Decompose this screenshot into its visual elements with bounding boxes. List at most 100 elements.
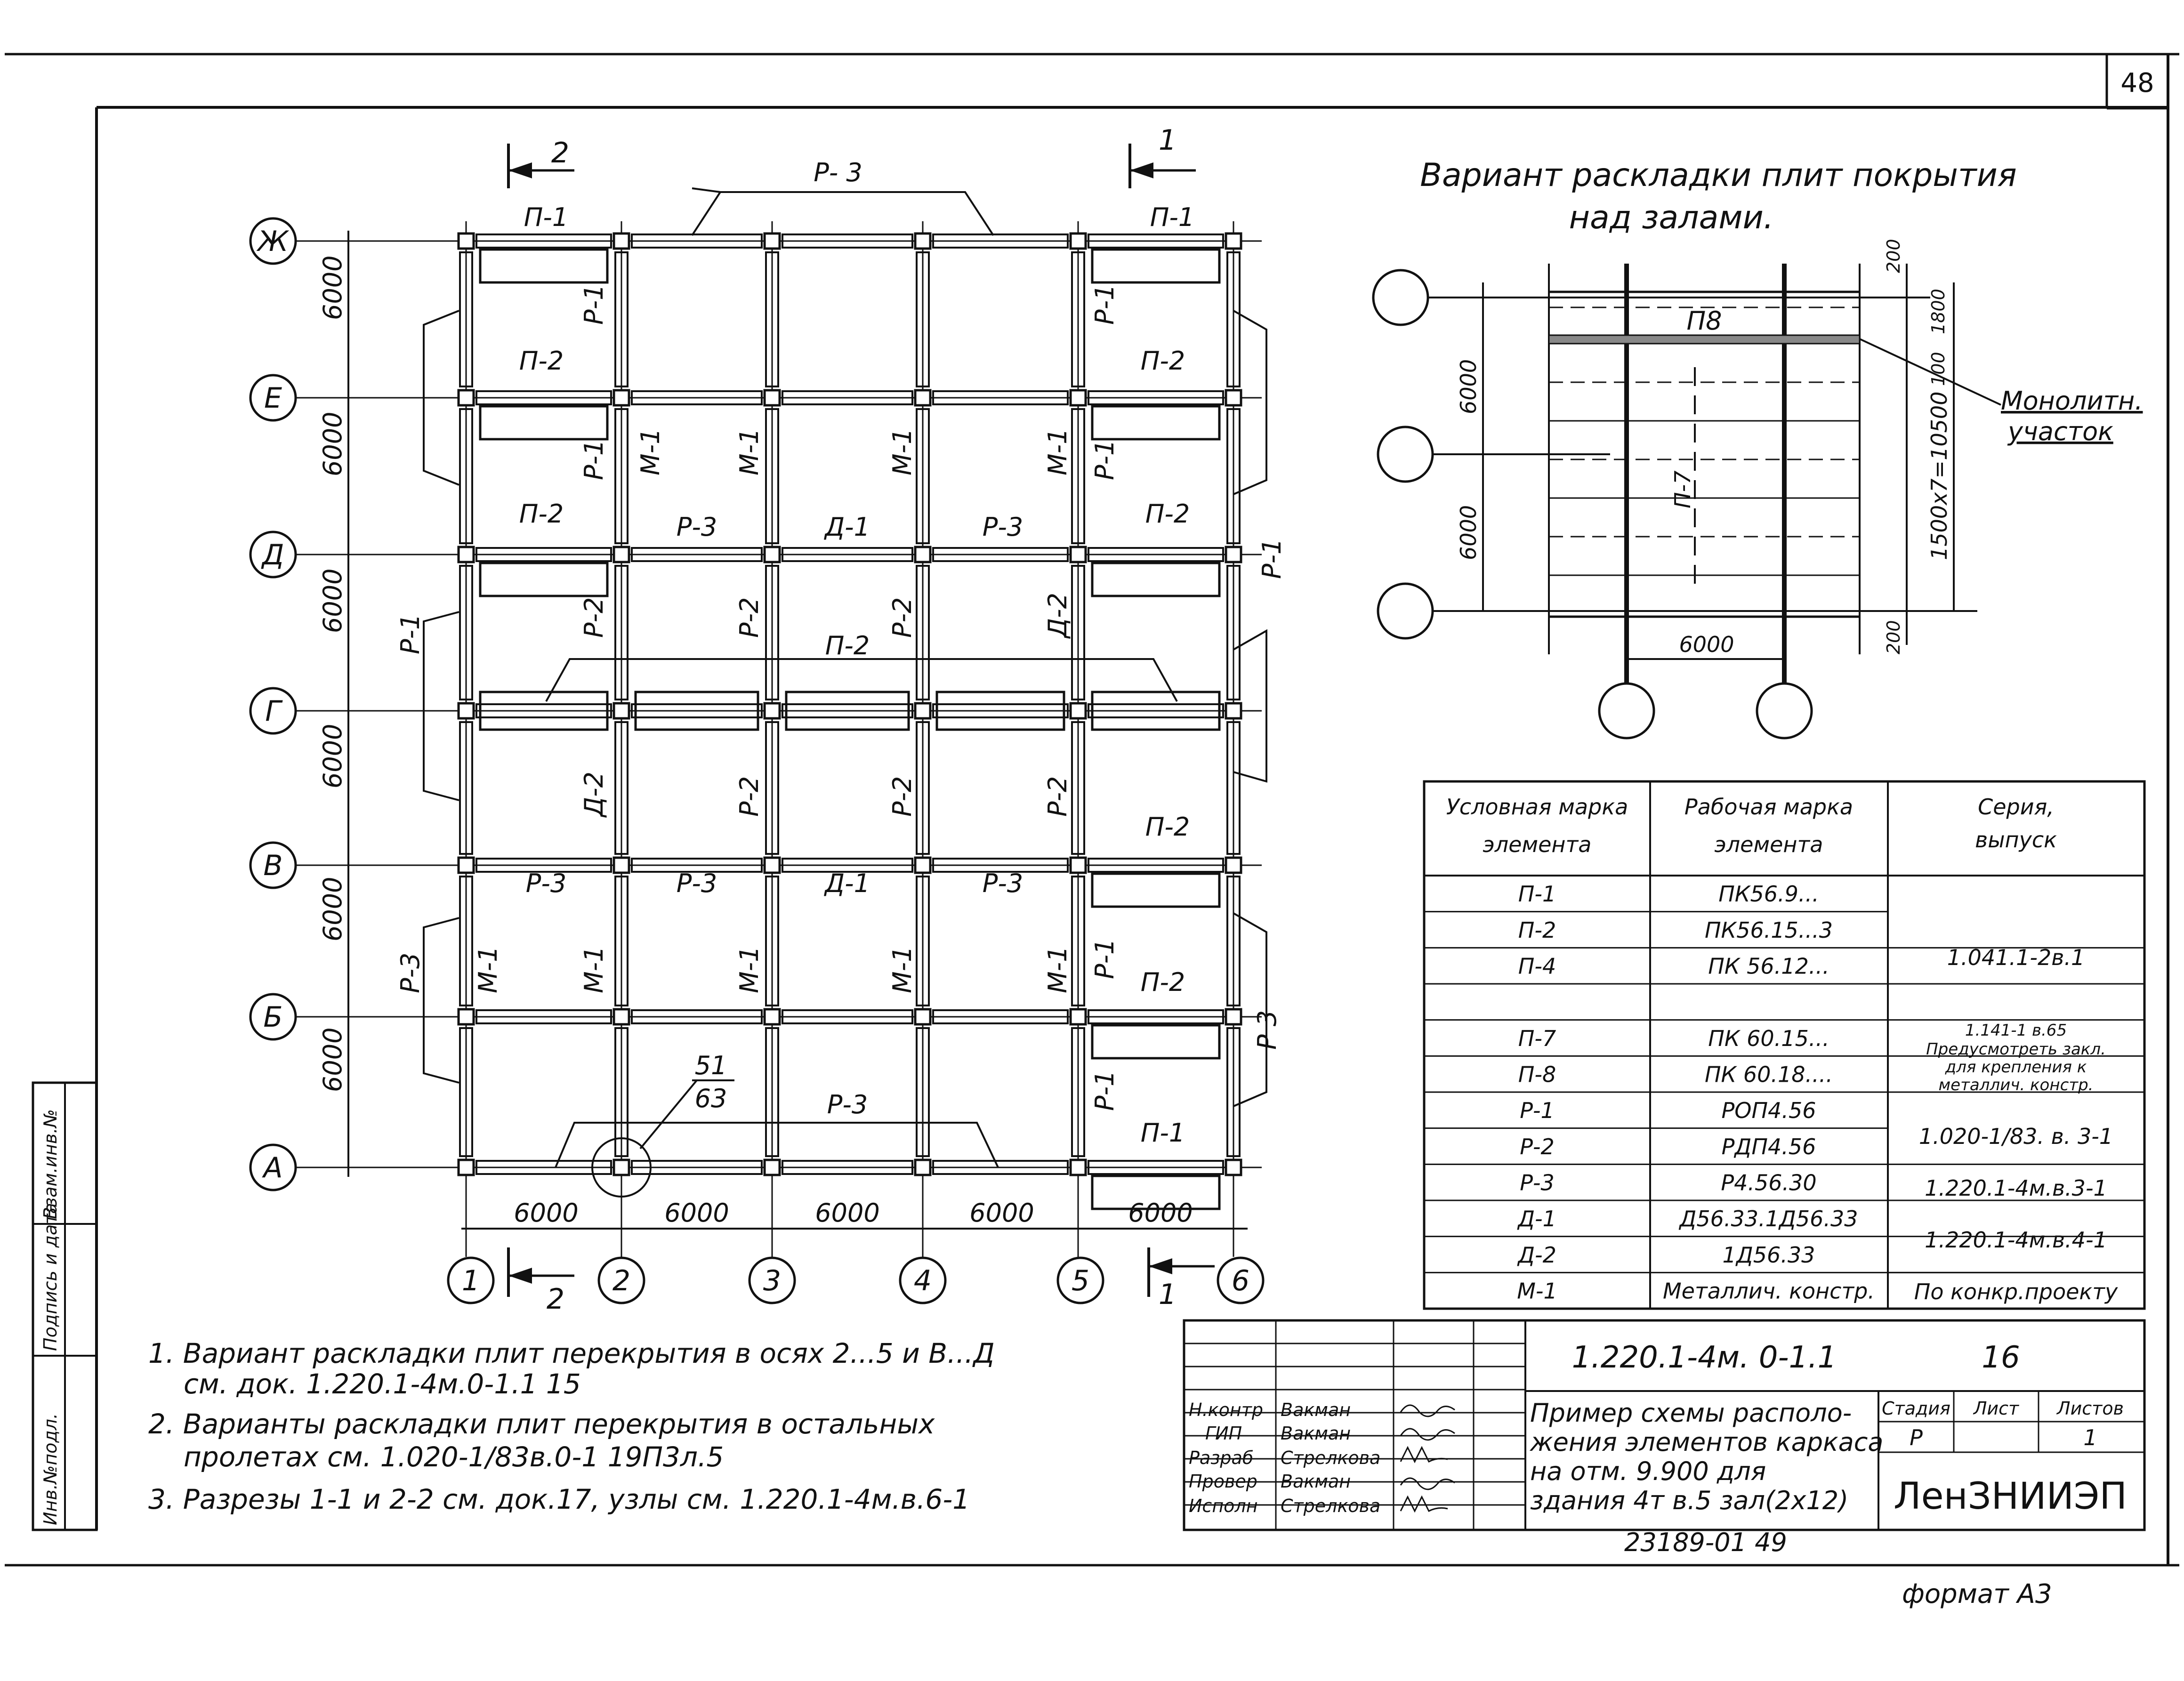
girder bbox=[932, 390, 1069, 405]
column-beam bbox=[1071, 876, 1085, 1006]
axis-bubble-g: Г bbox=[249, 687, 297, 735]
column-beam bbox=[1071, 251, 1085, 387]
girder bbox=[932, 703, 1069, 718]
column-node bbox=[612, 702, 630, 720]
column-beam bbox=[1226, 408, 1241, 544]
column-node bbox=[914, 702, 932, 720]
column-beam bbox=[916, 721, 930, 855]
table-cell-cond: Р-1 bbox=[1520, 1098, 1555, 1123]
column-node bbox=[1225, 546, 1242, 563]
column-node bbox=[612, 232, 630, 250]
svg-text:здания 4т в.5 зал(2x12): здания 4т в.5 зал(2x12) bbox=[1530, 1486, 1848, 1515]
title-block: 1.220.1-4м. 0-1.1 16 Н.контр ГИП Разраб … bbox=[1183, 1319, 2146, 1531]
column-node bbox=[763, 856, 781, 874]
svg-text:Листов: Листов bbox=[2056, 1398, 2124, 1419]
column-beam bbox=[916, 876, 930, 1006]
svg-text:Б: Б bbox=[263, 1001, 282, 1034]
svg-text:Р-1: Р-1 bbox=[1090, 440, 1120, 480]
svg-text:В: В bbox=[263, 849, 282, 882]
variant-axis-bubble-1 bbox=[1372, 269, 1429, 326]
svg-text:П-2: П-2 bbox=[1145, 812, 1190, 842]
svg-text:элемента: элемента bbox=[1714, 832, 1823, 857]
svg-text:Г: Г bbox=[265, 695, 283, 728]
svg-text:Условная марка: Условная марка bbox=[1446, 794, 1628, 820]
dimension-rows: 6000 6000 6000 6000 6000 6000 bbox=[318, 231, 349, 1177]
svg-text:6000: 6000 bbox=[1679, 632, 1734, 657]
column-beam bbox=[765, 565, 779, 700]
svg-text:П-2: П-2 bbox=[519, 499, 564, 529]
stamp-inv: Инв.№подл. bbox=[40, 1413, 61, 1525]
table-cell-work: ПК 56.12... bbox=[1708, 954, 1829, 979]
svg-text:Р-2: Р-2 bbox=[887, 597, 917, 638]
svg-text:6000: 6000 bbox=[318, 1028, 347, 1092]
svg-text:Предусмотреть закл.: Предусмотреть закл. bbox=[1926, 1040, 2106, 1059]
svg-text:3: 3 bbox=[763, 1264, 781, 1297]
axis-bubble-v: В bbox=[249, 841, 297, 889]
slab-panel bbox=[634, 691, 759, 731]
axis-bubble-3: 3 bbox=[748, 1256, 796, 1304]
girder bbox=[1088, 703, 1224, 718]
svg-text:Ж: Ж bbox=[256, 225, 290, 258]
stamp-replaced: Взам.инв.№ bbox=[40, 1109, 61, 1219]
note-1: 1. Вариант раскладки плит перекрытия в о… bbox=[148, 1337, 995, 1369]
svg-text:1: 1 bbox=[2083, 1425, 2097, 1450]
svg-text:1: 1 bbox=[462, 1264, 480, 1297]
notes: 1. Вариант раскладки плит перекрытия в о… bbox=[148, 1337, 995, 1515]
column-node bbox=[457, 702, 475, 720]
svg-text:Пример схемы располо-: Пример схемы располо- bbox=[1530, 1398, 1852, 1428]
svg-text:6000: 6000 bbox=[514, 1198, 578, 1228]
column-node bbox=[763, 702, 781, 720]
column-node bbox=[914, 546, 932, 563]
variant-plan: Вариант раскладки плит покрытия над зала… bbox=[1372, 157, 2143, 740]
table-cell-work: ПК56.15...3 bbox=[1705, 917, 1833, 943]
note-2-cont: пролетах см. 1.020-1/83в.0-1 19П3л.5 bbox=[184, 1441, 724, 1473]
table-cell-cond: Д-1 bbox=[1517, 1206, 1556, 1231]
column-beam bbox=[459, 408, 473, 544]
column-node bbox=[1225, 1158, 1242, 1176]
svg-text:2: 2 bbox=[547, 1283, 564, 1316]
column-node bbox=[763, 546, 781, 563]
girder bbox=[932, 858, 1069, 873]
svg-text:Монолитн.: Монолитн. bbox=[2001, 386, 2143, 416]
svg-text:Р-3: Р-3 bbox=[827, 1090, 868, 1119]
girder bbox=[1088, 1160, 1224, 1175]
svg-text:Р-1: Р-1 bbox=[1090, 1070, 1120, 1111]
svg-text:Серия,: Серия, bbox=[1978, 794, 2054, 820]
table-cell-cond: П-2 bbox=[1518, 917, 1556, 943]
column-beam bbox=[765, 251, 779, 387]
svg-text:6000: 6000 bbox=[1128, 1198, 1193, 1228]
svg-text:Р-2: Р-2 bbox=[887, 776, 917, 817]
column-node bbox=[1069, 389, 1087, 407]
beams bbox=[457, 232, 1242, 1210]
svg-text:Р-1: Р-1 bbox=[579, 284, 609, 325]
svg-text:Р-1: Р-1 bbox=[579, 440, 609, 480]
axis-bubble-d: Д bbox=[249, 531, 297, 579]
svg-text:П-2: П-2 bbox=[1145, 499, 1190, 529]
svg-text:элемента: элемента bbox=[1483, 832, 1591, 857]
girder bbox=[631, 703, 763, 718]
svg-text:100: 100 bbox=[1928, 352, 1949, 386]
svg-text:Д-2: Д-2 bbox=[1043, 593, 1072, 639]
axis-bubble-4: 4 bbox=[899, 1256, 947, 1304]
column-node bbox=[1069, 1008, 1087, 1026]
table-cell-cond: Р-2 bbox=[1520, 1134, 1555, 1159]
svg-text:Р- 3: Р- 3 bbox=[814, 158, 862, 187]
column-node bbox=[914, 389, 932, 407]
svg-text:М-1: М-1 bbox=[887, 946, 917, 993]
table-cell-cond: П-1 bbox=[1518, 881, 1556, 907]
svg-text:участок: участок bbox=[2007, 417, 2113, 446]
column-beam bbox=[614, 251, 629, 387]
column-node bbox=[914, 1158, 932, 1176]
svg-text:200: 200 bbox=[1883, 239, 1904, 273]
table-cell-work: ПК 60.15... bbox=[1708, 1026, 1829, 1051]
svg-text:А: А bbox=[261, 1151, 282, 1184]
slab-panel bbox=[785, 691, 910, 731]
variant-title-1: Вариант раскладки плит покрытия bbox=[1420, 157, 2016, 194]
slab-panel bbox=[1091, 248, 1221, 284]
svg-text:2: 2 bbox=[612, 1264, 630, 1297]
column-beam bbox=[459, 876, 473, 1006]
girder bbox=[1088, 858, 1224, 873]
girder bbox=[475, 233, 612, 249]
svg-text:Р-3: Р-3 bbox=[983, 869, 1023, 898]
column-beam bbox=[614, 1027, 629, 1157]
